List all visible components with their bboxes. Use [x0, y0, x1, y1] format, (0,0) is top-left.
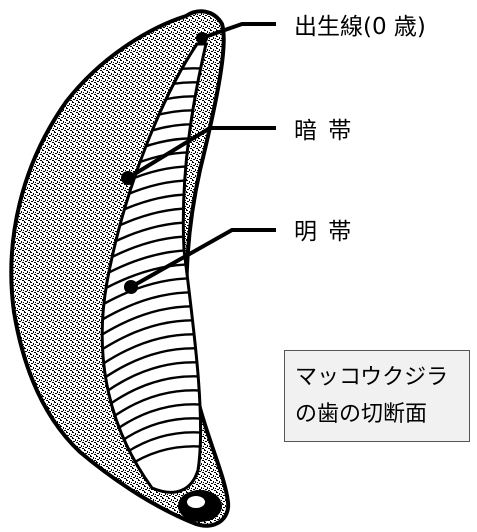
caption-box: マッコウクジラ の歯の切断面 [284, 350, 470, 442]
leader-dark-band [126, 126, 276, 180]
marker-dark-band [121, 171, 135, 185]
caption-line-1: マッコウクジラ [295, 365, 449, 390]
label-dark-band: 暗 帯 [294, 118, 354, 144]
leader-birth-line [201, 22, 276, 40]
marker-birth-line [196, 32, 208, 44]
marker-light-band [124, 280, 138, 294]
leader-light-band [130, 228, 276, 289]
caption-line-2: の歯の切断面 [295, 402, 428, 427]
label-birth-line: 出生線(0 歳) [294, 14, 426, 40]
label-light-band: 明 帯 [294, 219, 354, 245]
tooth-root-highlight [187, 496, 205, 508]
